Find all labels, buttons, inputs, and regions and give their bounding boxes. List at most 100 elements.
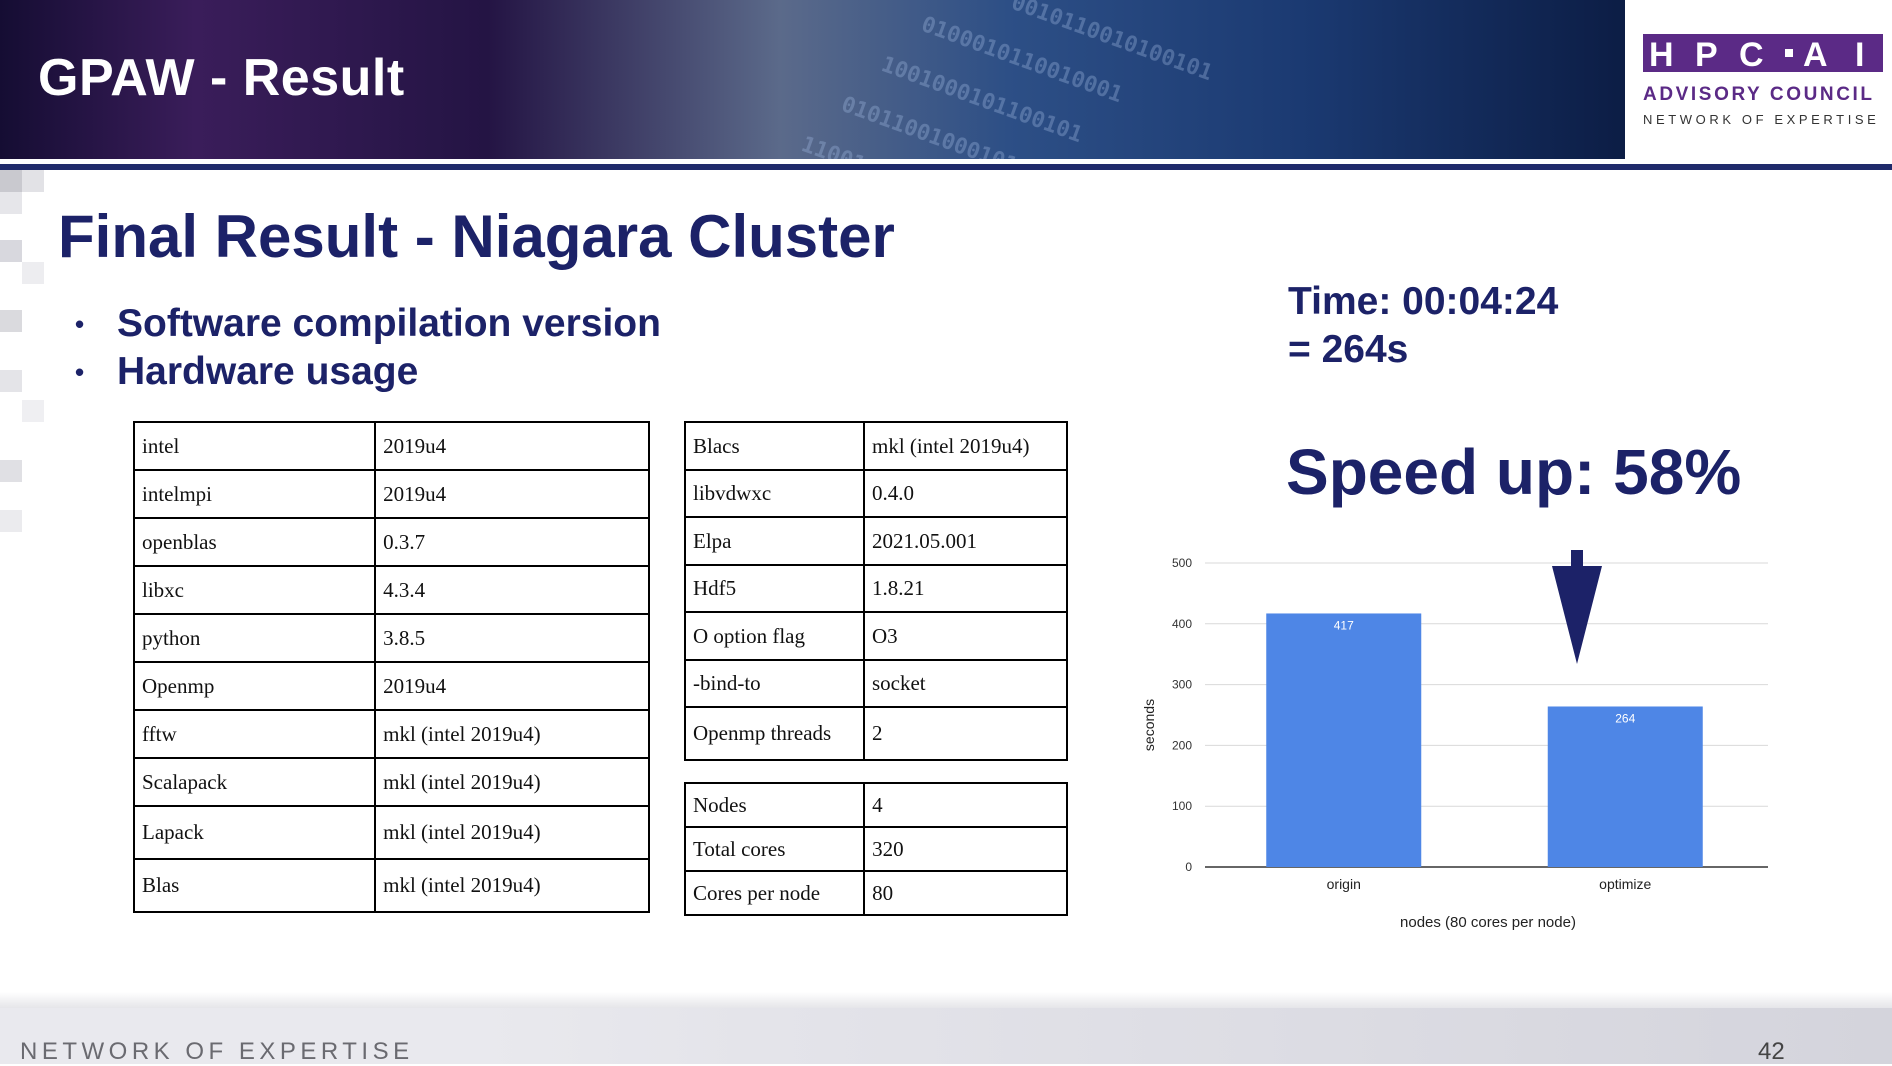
bar (1547, 706, 1703, 867)
table-cell-name: libvdwxc (684, 469, 865, 518)
table-cell-value: mkl (intel 2019u4) (374, 858, 650, 913)
speedup-text: Speed up: 58% (1286, 436, 1742, 508)
table-cell-value: 2019u4 (374, 469, 650, 519)
data-label: 264 (1615, 711, 1635, 725)
bar (1266, 613, 1422, 867)
table-cell-value: 0.3.7 (374, 517, 650, 567)
bullet-item: Hardware usage (72, 348, 661, 396)
table-cell-name: Openmp threads (684, 706, 865, 761)
table-cell-name: Nodes (683, 782, 866, 828)
y-tick-label: 0 (1185, 860, 1192, 874)
logo-letter: A (1803, 36, 1828, 74)
table-cell-value: 2019u4 (374, 421, 650, 471)
y-tick-label: 500 (1172, 556, 1192, 570)
x-tick-label: origin (1327, 876, 1361, 892)
time-line: Time: 00:04:24 (1288, 280, 1559, 323)
binary-pattern-decoration: 0100010110010001 1001000101100101 010110… (798, 0, 1216, 159)
table-cell-value: 4.3.4 (374, 565, 650, 615)
table-cell-name: Openmp (132, 661, 377, 711)
x-tick-label: optimize (1599, 876, 1651, 892)
table-cell-value: 2019u4 (374, 661, 650, 711)
hpc-ai-logo: H P C A I ADVISORY COUNCIL NETWORK OF EX… (1625, 0, 1892, 159)
table-cell-name: Blas (132, 858, 377, 913)
table-cell-name: intel (132, 421, 377, 471)
down-arrow-icon (1552, 550, 1602, 664)
table-cell-value: socket (862, 659, 1069, 708)
table-cell-name: openblas (132, 517, 377, 567)
table-cell-value: mkl (intel 2019u4) (374, 757, 650, 807)
header-banner: 0100010110010001 1001000101100101 010110… (0, 0, 1625, 159)
table-cell-value: 320 (863, 826, 1068, 872)
table-cell-name: Blacs (684, 421, 865, 471)
footer-tagline: NETWORK OF EXPERTISE (20, 1038, 414, 1065)
table-cell-value: 2 (862, 706, 1069, 761)
table-cell-value: 2021.05.001 (862, 516, 1069, 566)
table-cell-name: Lapack (132, 805, 377, 860)
slide-title: Final Result - Niagara Cluster (58, 203, 895, 270)
bullet-list: Software compilation version Hardware us… (72, 300, 661, 396)
hpc-ai-logo-letters: H P C A I (1643, 34, 1883, 74)
runtime-bar-chart: 0 100 200 300 400 500 417 origin 264 optimize sec… (1141, 550, 1768, 931)
y-tick-label: 100 (1172, 799, 1192, 813)
header-title: GPAW - Result (38, 49, 405, 107)
banner-underline (0, 164, 1892, 170)
time-result: Time: 00:04:24 = 264s (1288, 278, 1558, 374)
logo-letter: P (1695, 36, 1718, 74)
logo-tagline: NETWORK OF EXPERTISE (1643, 112, 1880, 127)
side-tile-decoration (0, 170, 44, 532)
banner-separator (0, 159, 1892, 164)
y-tick-label: 400 (1172, 617, 1192, 631)
logo-subtitle: ADVISORY COUNCIL (1643, 84, 1875, 105)
table-cell-name: Total cores (683, 826, 866, 872)
table-cell-name: intelmpi (132, 469, 377, 519)
table-cell-value: O3 (862, 611, 1069, 661)
data-label: 417 (1334, 618, 1354, 632)
table-cell-name: -bind-to (684, 659, 865, 708)
table-cell-name: Cores per node (683, 870, 866, 916)
bullet-item: Software compilation version (72, 300, 661, 348)
footer-left-panel (0, 1008, 482, 1064)
table-cell-value: mkl (intel 2019u4) (374, 805, 650, 860)
y-tick-label: 200 (1172, 738, 1192, 752)
table-cell-value: 80 (863, 870, 1068, 916)
table-cell-name: Scalapack (132, 757, 377, 807)
logo-letter: I (1855, 36, 1864, 74)
logo-letter: H (1649, 36, 1674, 74)
y-tick-label: 300 (1172, 678, 1192, 692)
table-cell-value: 3.8.5 (374, 613, 650, 663)
table-cell-name: Hdf5 (684, 564, 865, 613)
table-cell-name: fftw (132, 709, 377, 759)
table-cell-value: 4 (863, 782, 1068, 828)
table-cell-name: Elpa (684, 516, 865, 566)
time-seconds: = 264s (1288, 328, 1409, 371)
table-cell-value: mkl (intel 2019u4) (862, 421, 1069, 471)
y-axis-label: seconds (1141, 699, 1157, 751)
table-cell-name: libxc (132, 565, 377, 615)
table-cell-value: mkl (intel 2019u4) (374, 709, 650, 759)
table-cell-name: python (132, 613, 377, 663)
x-axis-label: nodes (80 cores per node) (1400, 914, 1576, 931)
